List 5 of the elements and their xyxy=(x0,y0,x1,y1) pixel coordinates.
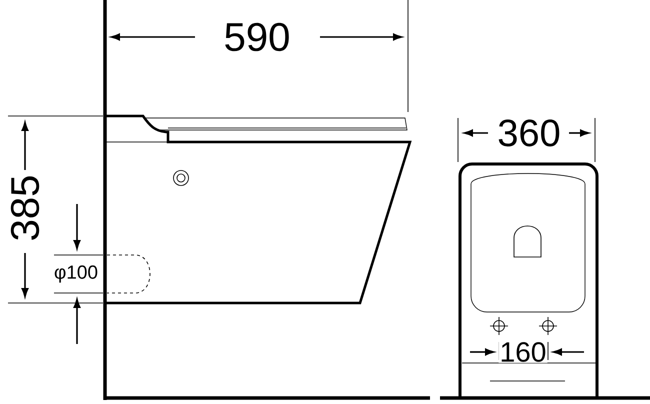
dimension-label: 360 xyxy=(496,118,562,148)
dimension-label: 385 xyxy=(10,174,40,242)
dimension-label: φ100 xyxy=(53,264,99,284)
dimension-label: 590 xyxy=(222,22,292,52)
dimension-label: 160 xyxy=(498,341,548,363)
